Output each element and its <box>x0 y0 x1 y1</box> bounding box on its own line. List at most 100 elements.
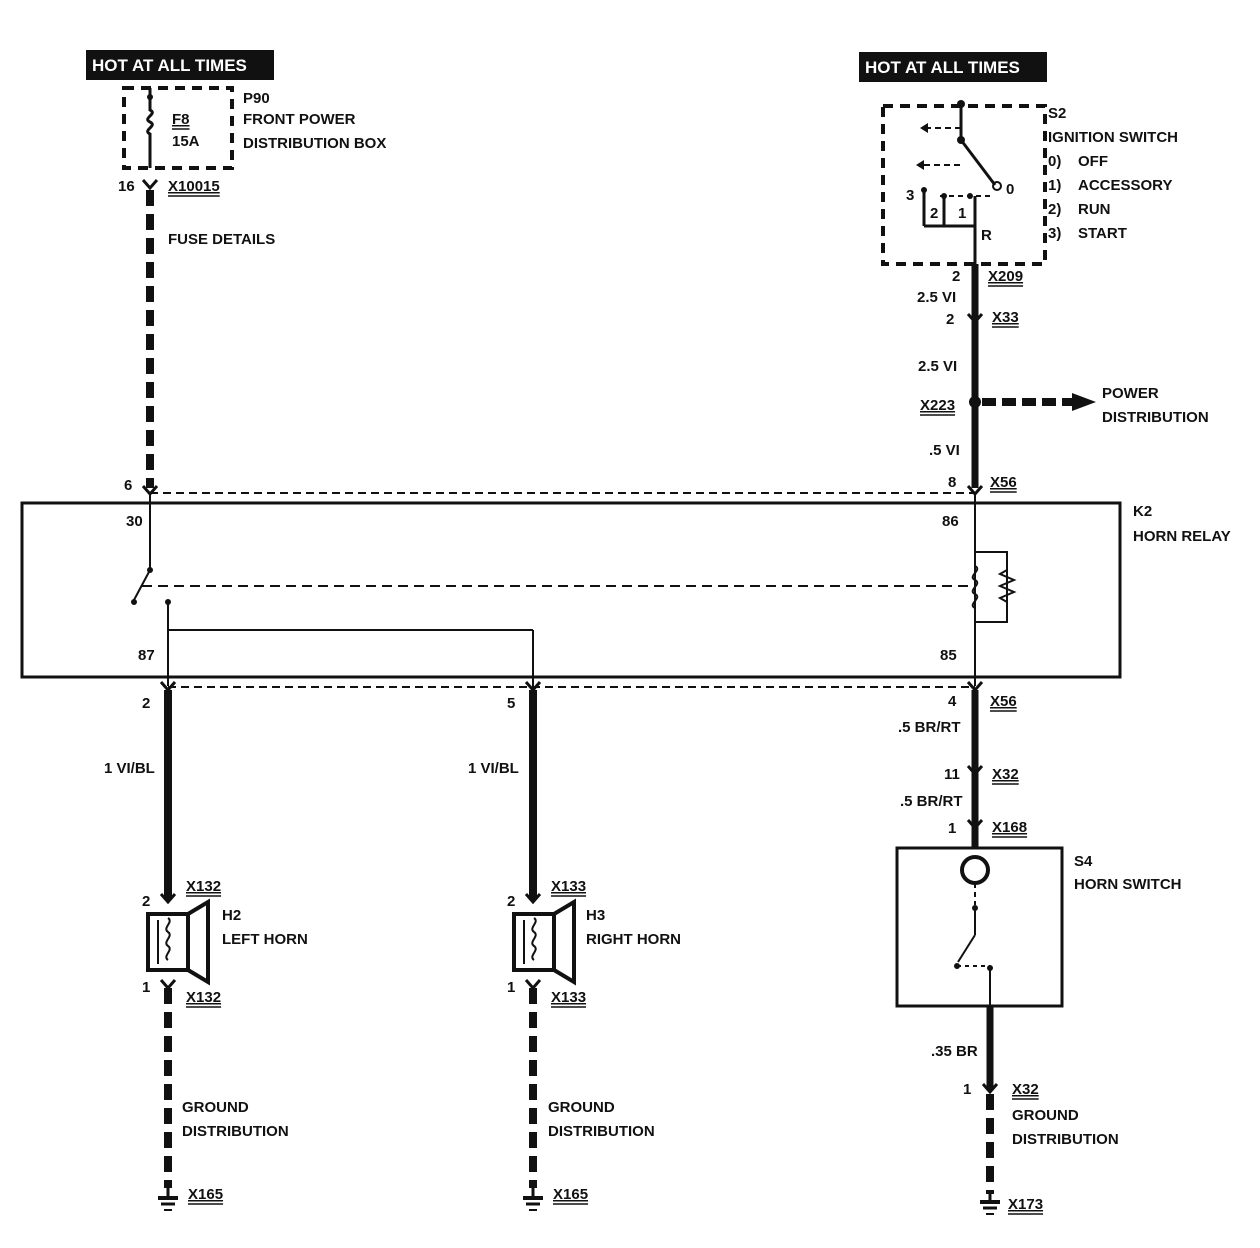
svg-text:30: 30 <box>126 513 143 530</box>
svg-text:1: 1 <box>142 979 150 996</box>
h3-name: RIGHT HORN <box>586 931 681 948</box>
s2-id: S2 <box>1048 105 1066 122</box>
s2-ignition-switch: 0 3 2 1 R S2 IGNITION SWITCH 0) OFF 1) A… <box>881 100 1178 266</box>
svg-text:R: R <box>981 227 992 244</box>
svg-text:2: 2 <box>946 311 954 328</box>
svg-text:HOT AT ALL TIMES: HOT AT ALL TIMES <box>92 56 247 75</box>
x132-bottom-connector: X132 <box>186 989 221 1006</box>
k2-horn-relay: 30 86 87 85 K2 HORN RELAY <box>20 494 1231 686</box>
s4-horn-switch: S4 HORN SWITCH <box>895 846 1182 1008</box>
p90-id: P90 <box>243 90 270 107</box>
svg-text:GROUND: GROUND <box>1012 1107 1079 1124</box>
svg-text:1: 1 <box>958 205 966 222</box>
svg-text:POWER: POWER <box>1102 385 1159 402</box>
k2-name: HORN RELAY <box>1133 528 1231 545</box>
ground-icon <box>980 1194 1000 1215</box>
svg-text:1 VI/BL: 1 VI/BL <box>468 760 519 777</box>
svg-text:.5 VI: .5 VI <box>929 442 960 459</box>
svg-text:6: 6 <box>124 477 132 494</box>
x165-left-ground: X165 <box>188 1186 223 1203</box>
x32-connector: X32 <box>992 766 1019 783</box>
horn-icon <box>146 898 210 986</box>
svg-text:2.5 VI: 2.5 VI <box>918 358 957 375</box>
svg-text:RUN: RUN <box>1078 201 1111 218</box>
svg-text:2: 2 <box>507 893 515 910</box>
svg-text:2: 2 <box>142 893 150 910</box>
x32-ground-connector: X32 <box>1012 1081 1039 1098</box>
x173-ground: X173 <box>1008 1196 1043 1213</box>
svg-text:8: 8 <box>948 474 956 491</box>
p90-name-line1: FRONT POWER <box>243 111 356 128</box>
svg-text:.5 BR/RT: .5 BR/RT <box>900 793 963 810</box>
coil-icon <box>971 565 979 609</box>
svg-text:1): 1) <box>1048 177 1061 194</box>
x56-bottom-connector: X56 <box>990 693 1017 710</box>
s4-name: HORN SWITCH <box>1074 876 1182 893</box>
svg-text:3): 3) <box>1048 225 1061 242</box>
svg-text:3: 3 <box>906 187 914 204</box>
fuse-icon <box>146 88 154 168</box>
svg-text:0): 0) <box>1048 153 1061 170</box>
x10015-pin: 16 <box>118 178 135 195</box>
k2-id: K2 <box>1133 503 1152 520</box>
horn-button-icon <box>960 855 990 885</box>
x133-top-connector: X133 <box>551 878 586 895</box>
svg-text:1 VI/BL: 1 VI/BL <box>104 760 155 777</box>
svg-text:.5 BR/RT: .5 BR/RT <box>898 719 961 736</box>
h3-id: H3 <box>586 907 605 924</box>
svg-text:85: 85 <box>940 647 957 664</box>
resistor-icon <box>997 569 1017 603</box>
fuse-details-label: FUSE DETAILS <box>168 231 275 248</box>
svg-text:GROUND: GROUND <box>548 1099 615 1116</box>
svg-text:START: START <box>1078 225 1127 242</box>
ground-icon <box>523 1188 543 1211</box>
svg-text:0: 0 <box>1006 181 1014 198</box>
svg-text:4: 4 <box>948 693 957 710</box>
svg-text:DISTRIBUTION: DISTRIBUTION <box>1012 1131 1119 1148</box>
svg-text:DISTRIBUTION: DISTRIBUTION <box>182 1123 289 1140</box>
svg-text:2: 2 <box>952 268 960 285</box>
svg-text:1: 1 <box>507 979 515 996</box>
fuse-label: F8 <box>172 111 190 128</box>
svg-text:11: 11 <box>944 766 960 783</box>
hot-at-all-times-right: HOT AT ALL TIMES <box>859 52 1047 82</box>
x133-bottom-connector: X133 <box>551 989 586 1006</box>
svg-text:DISTRIBUTION: DISTRIBUTION <box>1102 409 1209 426</box>
x33-connector: X33 <box>992 309 1019 326</box>
h2-id: H2 <box>222 907 241 924</box>
svg-text:1: 1 <box>963 1081 971 1098</box>
s2-name: IGNITION SWITCH <box>1048 129 1178 146</box>
horn-icon <box>512 898 576 986</box>
x209-connector: X209 <box>988 268 1023 285</box>
hot-at-all-times-left: HOT AT ALL TIMES <box>86 50 274 80</box>
p90-distribution-box: F8 15A P90 FRONT POWER DISTRIBUTION BOX <box>122 86 386 170</box>
ground-icon <box>158 1188 178 1211</box>
svg-text:HOT AT ALL TIMES: HOT AT ALL TIMES <box>865 58 1020 77</box>
arrow-right-icon <box>1072 393 1096 411</box>
x165-right-ground: X165 <box>553 1186 588 1203</box>
svg-text:X223: X223 <box>920 397 955 414</box>
s4-id: S4 <box>1074 853 1093 870</box>
p90-name-line2: DISTRIBUTION BOX <box>243 135 386 152</box>
svg-text:OFF: OFF <box>1078 153 1108 170</box>
svg-text:87: 87 <box>138 647 155 664</box>
svg-text:GROUND: GROUND <box>182 1099 249 1116</box>
svg-text:.35 BR: .35 BR <box>931 1043 978 1060</box>
svg-text:2.5 VI: 2.5 VI <box>917 289 956 306</box>
x56-top-connector: X56 <box>990 474 1017 491</box>
svg-text:DISTRIBUTION: DISTRIBUTION <box>548 1123 655 1140</box>
fuse-rating: 15A <box>172 133 200 150</box>
svg-text:2): 2) <box>1048 201 1061 218</box>
connector-icon <box>141 179 159 191</box>
x132-top-connector: X132 <box>186 878 221 895</box>
svg-text:5: 5 <box>507 695 515 712</box>
s2-position-list: 0) OFF 1) ACCESSORY 2) RUN 3) START <box>1048 153 1172 242</box>
svg-text:ACCESSORY: ACCESSORY <box>1078 177 1172 194</box>
svg-text:2: 2 <box>930 205 938 222</box>
x10015-connector: X10015 <box>168 178 220 195</box>
x168-connector: X168 <box>992 819 1027 836</box>
svg-text:2: 2 <box>142 695 150 712</box>
x223-splice <box>969 396 981 408</box>
